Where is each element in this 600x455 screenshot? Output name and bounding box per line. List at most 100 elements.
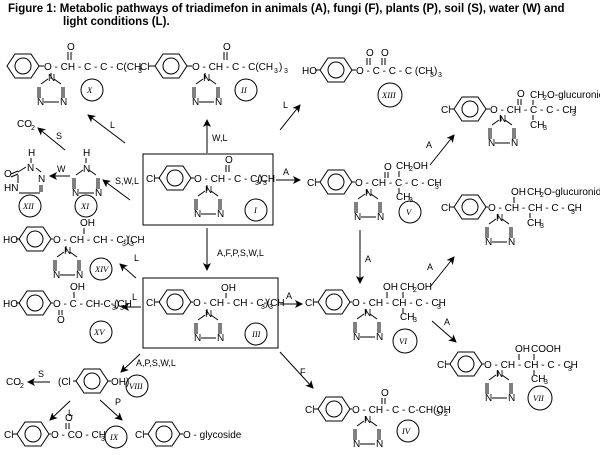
compound-label: IX <box>109 432 119 442</box>
svg-text:COOH: COOH <box>531 344 561 355</box>
arrow-label: F <box>300 367 306 377</box>
benzene-ring-icon <box>449 351 483 377</box>
compound-label: XIII <box>381 90 397 100</box>
svg-text:3: 3 <box>437 304 441 311</box>
benzene-ring-icon <box>16 421 50 447</box>
svg-text:CO: CO <box>17 119 32 130</box>
svg-text:CH: CH <box>531 374 545 385</box>
svg-text:Cl: Cl <box>4 430 13 441</box>
compound-i: Cl O - CH - C - C(CH 3 ) 3 O I <box>142 153 275 226</box>
compound-label: III <box>251 329 262 339</box>
svg-text:2: 2 <box>20 383 24 390</box>
svg-text:Cl: Cl <box>146 298 155 309</box>
svg-text:CH: CH <box>527 218 541 229</box>
arrow-label: L <box>134 253 139 263</box>
compound-vi: Cl O - CH - CH - C - CH 3 OH CH 2 OH CH … <box>305 282 446 354</box>
svg-text:): ) <box>434 66 437 77</box>
svg-text:2: 2 <box>543 95 547 102</box>
svg-text:O - CH - C - C - CH: O - CH - C - C - CH <box>355 178 442 189</box>
benzene-ring-icon <box>317 396 351 422</box>
benzene-ring-icon <box>158 165 192 191</box>
svg-text:O: O <box>57 315 65 326</box>
benzene-ring-icon <box>147 421 181 447</box>
benzene-ring-icon <box>319 57 353 83</box>
arrow-label: L <box>132 292 137 302</box>
svg-text:Cl: Cl <box>135 430 144 441</box>
benzene-ring-icon <box>6 53 40 79</box>
svg-text:HO: HO <box>3 235 18 246</box>
svg-text:3: 3 <box>438 72 442 79</box>
arrow-label: A <box>427 262 433 272</box>
svg-text:O: O <box>384 162 392 173</box>
benzene-ring-icon <box>319 169 353 195</box>
svg-text:O: O <box>517 89 525 100</box>
svg-text:OH: OH <box>417 282 432 293</box>
benzene-ring-icon <box>75 368 109 394</box>
svg-text:2: 2 <box>31 125 35 132</box>
svg-text:HO: HO <box>3 299 18 310</box>
arrow-iii-to-xiv <box>119 263 137 279</box>
arrow-label: S,W,L <box>115 176 139 186</box>
benzene-ring-icon <box>453 194 487 220</box>
svg-text:3: 3 <box>138 68 142 75</box>
svg-text:2: 2 <box>540 192 544 199</box>
arrow-label: A <box>426 140 432 150</box>
svg-text:Cl: Cl <box>305 405 314 416</box>
arrow-label: A <box>444 317 450 327</box>
svg-text:3: 3 <box>261 304 265 311</box>
svg-text:O - C - C - C (CH: O - C - C - C (CH <box>356 66 433 77</box>
svg-text:2: 2 <box>409 166 413 173</box>
arrow-vi-to-glucuronide <box>429 256 455 288</box>
svg-text:HN: HN <box>4 183 18 194</box>
benzene-ring-icon <box>317 289 351 315</box>
compound-label: XI <box>80 201 90 211</box>
svg-text:Cl: Cl <box>140 62 149 73</box>
svg-text:O - CH - CH - C - CH: O - CH - CH - C - CH <box>484 360 578 371</box>
svg-text:3: 3 <box>274 68 278 75</box>
arrow-xii-to-co2 <box>37 127 66 151</box>
arrow-i-to-xi <box>102 179 131 201</box>
svg-text:CH: CH <box>530 90 544 101</box>
svg-text:3: 3 <box>120 305 124 312</box>
svg-text:O - C - CH-C-(CH: O - C - CH-C-(CH <box>53 299 132 310</box>
arrow-to-x <box>87 114 126 144</box>
arrow-v-to-glucuronide <box>429 134 455 166</box>
svg-text:N: N <box>38 174 45 185</box>
svg-text:3: 3 <box>284 68 288 75</box>
svg-text:3: 3 <box>130 241 134 248</box>
compound-v: Cl O - CH - C - C - CH 3 O CH 2 OH CH 3 … <box>307 161 442 224</box>
svg-text:O: O <box>223 42 231 53</box>
svg-text:3: 3 <box>543 125 547 132</box>
arrow-label: P <box>115 397 121 407</box>
triazole-ring-icon <box>191 72 223 109</box>
svg-text:3: 3 <box>568 366 572 373</box>
svg-text:3: 3 <box>430 72 434 79</box>
svg-text:O - CO - CH: O - CO - CH <box>51 430 106 441</box>
compound-xv: HO O - C - CH-C-(CH 3 ) 3 OH O XV <box>3 282 132 344</box>
svg-text:CH: CH <box>530 120 544 131</box>
svg-text:O: O <box>225 155 233 166</box>
arrow-iii-to-iv <box>279 351 314 389</box>
compound-glucuronide-v: Cl O - CH - C - C - CH 3 O CH 2 O-glucur… <box>441 89 600 150</box>
compound-label: XII <box>22 201 35 211</box>
svg-text:CH: CH <box>400 312 414 323</box>
chain-text: O - CH - C - C - C(CH <box>44 62 141 73</box>
compound-iii: Cl O - CH - CH - C-(CH 3 ) 3 OH III <box>142 277 285 349</box>
svg-text:2: 2 <box>444 411 448 418</box>
compound-xi: H XI <box>71 148 103 218</box>
svg-text:): ) <box>265 298 268 309</box>
triazole-ring-icon <box>36 72 68 109</box>
triazole-ring-icon <box>484 368 516 405</box>
compound-xii: H N O N HN XII <box>4 148 45 218</box>
compound-xiii: HO O - C - C - C (CH 3 ) 3 O O XIII <box>302 48 442 108</box>
compound-label: VII <box>533 393 545 403</box>
svg-text:Cl: Cl <box>441 203 450 214</box>
arrow-label: W,L <box>212 133 228 143</box>
triazole-ring-icon <box>352 307 384 344</box>
svg-text:O-glucuronide: O-glucuronide <box>547 90 600 101</box>
compound-ii: Cl O - CH - C - C(CH 3 ) 3 O II <box>140 42 288 109</box>
benzene-ring-icon <box>18 290 52 316</box>
svg-text:3: 3 <box>544 379 548 386</box>
svg-text:O-glucuronide: O-glucuronide <box>544 187 600 198</box>
svg-text:O: O <box>4 169 12 180</box>
